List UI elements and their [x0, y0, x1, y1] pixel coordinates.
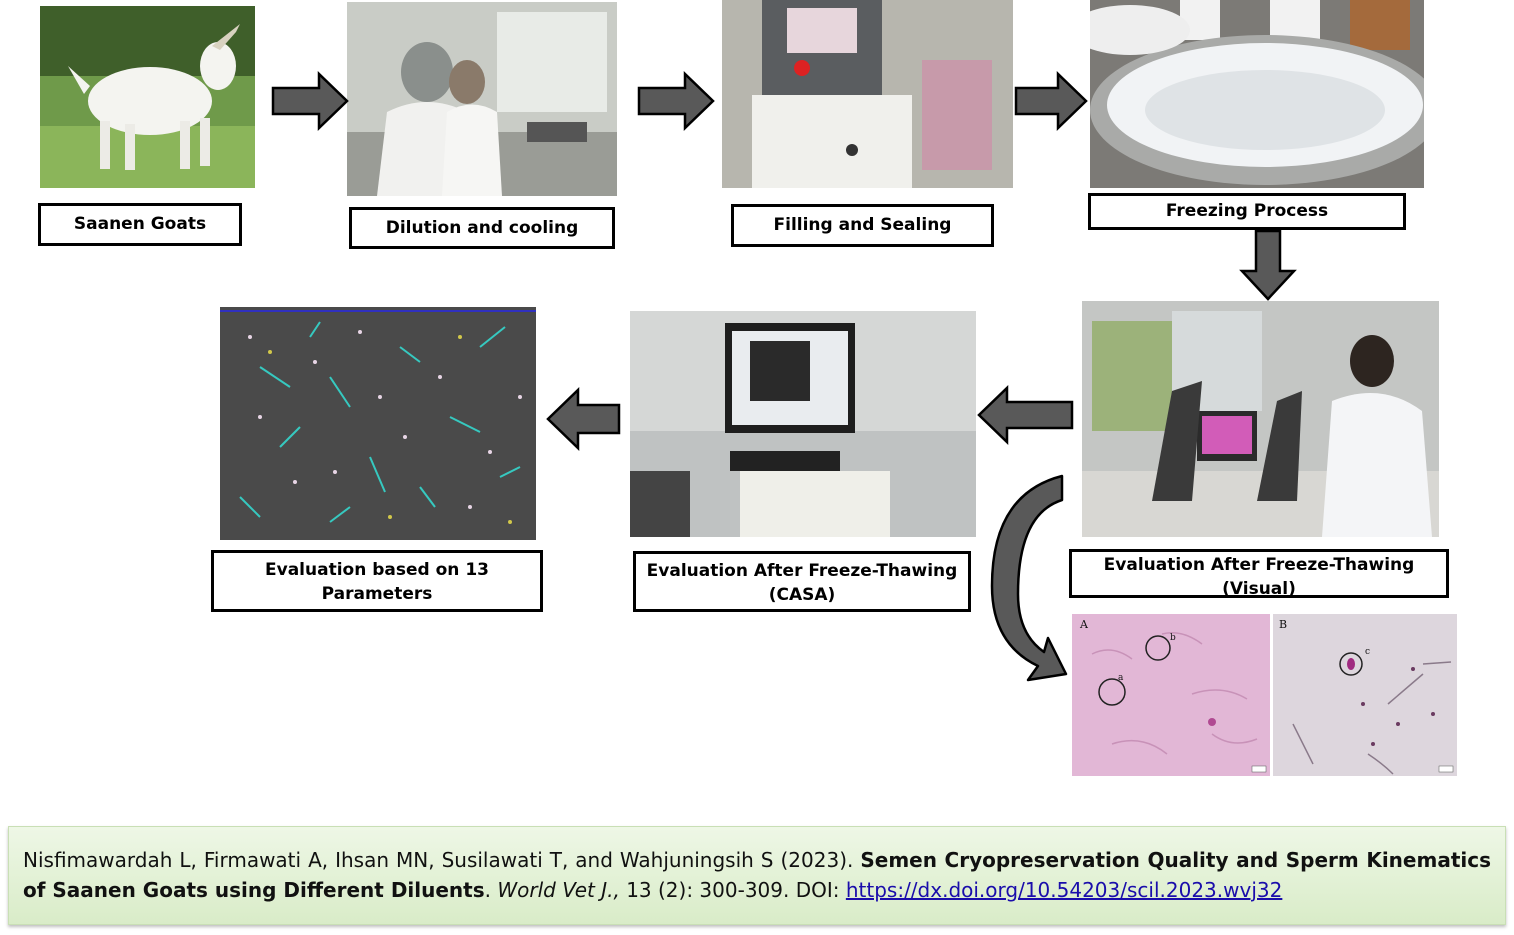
- panel-a-label: A: [1079, 618, 1089, 631]
- mark-c-label: c: [1365, 647, 1370, 657]
- lab-dilution-photo: [347, 2, 617, 196]
- micrograph-panel-a: A b a: [1072, 614, 1270, 776]
- citation-separator: .: [484, 878, 498, 902]
- curved-arrow-icon: [988, 474, 1068, 690]
- mark-a-label: a: [1118, 673, 1124, 683]
- step-label-casa: Evaluation After Freeze-Thawing (CASA): [633, 551, 971, 612]
- microscope-visual-photo: [1082, 301, 1439, 537]
- citation-title: Semen Cryopreservation Quality and Sperm…: [23, 848, 1491, 902]
- panel-b-label: B: [1279, 618, 1287, 631]
- citation-details: 13 (2): 300-309. DOI:: [619, 878, 846, 902]
- micrograph-panel-b: B c: [1273, 614, 1457, 776]
- label-line: Evaluation After Freeze-Thawing: [646, 561, 958, 581]
- step-label-filling: Filling and Sealing: [731, 204, 994, 247]
- step-label-freezing: Freezing Process: [1088, 193, 1406, 230]
- arrow-left-icon: [977, 385, 1074, 445]
- doi-link[interactable]: https://dx.doi.org/10.54203/scil.2023.wv…: [845, 878, 1283, 902]
- mark-b-label: b: [1170, 633, 1176, 643]
- step-label-dilution: Dilution and cooling: [349, 207, 615, 249]
- step-label-saanen-goats: Saanen Goats: [38, 203, 242, 246]
- arrow-right-icon: [271, 71, 349, 131]
- sperm-tracks-photo: [220, 307, 536, 540]
- filling-machine-photo: [722, 0, 1013, 188]
- label-line: Evaluation based on 13: [265, 560, 489, 580]
- citation-box: Nisfimawardah L, Firmawati A, Ihsan MN, …: [8, 826, 1506, 925]
- saanen-goat-photo: [40, 6, 255, 188]
- label-line: Parameters: [321, 584, 433, 604]
- label-line: (Visual): [1222, 579, 1296, 599]
- citation-journal: World Vet J.,: [497, 878, 620, 902]
- freezing-tank-photo: [1090, 0, 1424, 188]
- arrow-right-icon: [1014, 71, 1088, 131]
- label-line: (CASA): [768, 585, 836, 605]
- arrow-right-icon: [637, 71, 715, 131]
- arrow-left-icon: [546, 387, 621, 451]
- step-label-visual: Evaluation After Freeze-Thawing (Visual): [1069, 549, 1449, 599]
- label-line: Evaluation After Freeze-Thawing: [1103, 555, 1415, 575]
- step-label-parameters: Evaluation based on 13 Parameters: [211, 550, 543, 612]
- casa-computer-photo: [630, 311, 976, 537]
- citation-authors: Nisfimawardah L, Firmawati A, Ihsan MN, …: [23, 848, 861, 872]
- arrow-down-icon: [1239, 229, 1297, 301]
